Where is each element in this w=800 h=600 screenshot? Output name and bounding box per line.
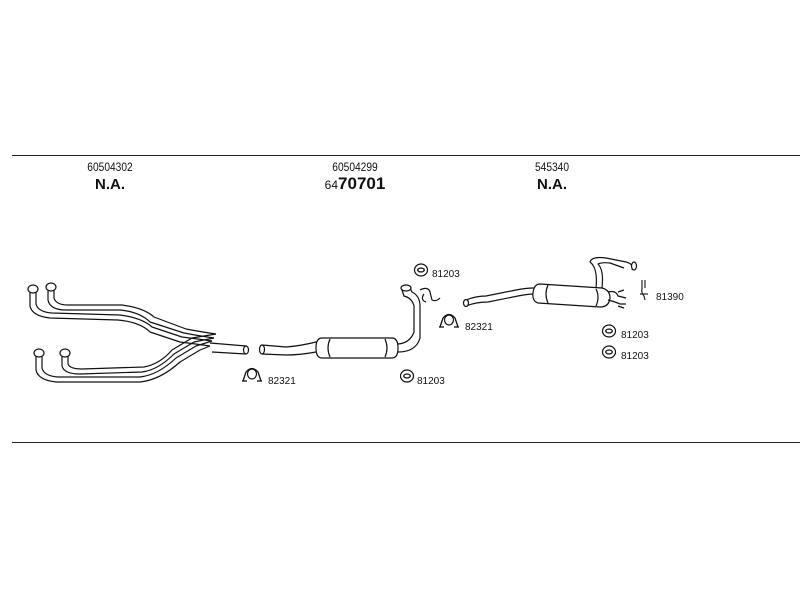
rubber-hanger xyxy=(640,280,648,301)
gasket-icon xyxy=(601,324,617,338)
callout-hanger-rear: 81390 xyxy=(656,292,684,303)
rear-silencer-assembly xyxy=(462,256,638,309)
callout-clamp-front: 82321 xyxy=(268,376,296,387)
callout-clamp-mid: 82321 xyxy=(465,322,493,333)
part-number-middle-silencer: 60504299 xyxy=(332,160,378,174)
part-number-rear-silencer: 545340 xyxy=(534,160,570,174)
part-number-front-pipe: 60504302 xyxy=(87,160,133,174)
middle-silencer-assembly xyxy=(258,284,441,359)
clamp-icon xyxy=(438,313,460,328)
clamp-icon xyxy=(241,367,263,382)
gasket-icon xyxy=(413,263,429,277)
gasket-icon xyxy=(601,345,617,359)
callout-gasket-rear-2: 81203 xyxy=(621,351,649,362)
gasket-icon xyxy=(399,369,415,383)
code-main: 70701 xyxy=(338,174,386,193)
callout-gasket-upper: 81203 xyxy=(432,269,460,280)
code-middle-silencer: 6470701 xyxy=(325,174,386,194)
callout-gasket-mid: 81203 xyxy=(417,376,445,387)
code-prefix: 64 xyxy=(324,178,339,192)
code-front-pipe: N.A. xyxy=(95,176,125,193)
code-rear-silencer: N.A. xyxy=(537,176,567,193)
front-pipe-assembly xyxy=(27,282,250,383)
top-divider xyxy=(12,155,800,156)
callout-gasket-rear-1: 81203 xyxy=(621,330,649,341)
bottom-divider xyxy=(12,442,800,443)
